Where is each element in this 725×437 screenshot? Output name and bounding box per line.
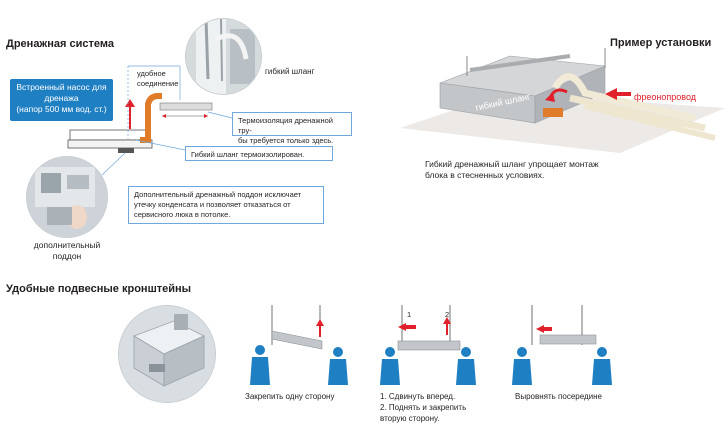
step2-marker-1: 1 bbox=[407, 310, 412, 319]
pump-arrow bbox=[125, 99, 135, 129]
additional-tray-label: дополнительный поддон bbox=[30, 240, 104, 262]
connection-label-line2: соединение bbox=[137, 79, 179, 88]
installation-caption-line2: блока в стесненных условиях. bbox=[425, 170, 545, 180]
installation-caption-line1: Гибкий дренажный шланг упрощает монтаж bbox=[425, 159, 599, 169]
step2-drawing bbox=[380, 305, 476, 385]
insulation-note: Термоизоляция дренажной тру- бы требуетс… bbox=[232, 112, 352, 145]
installation-illustration bbox=[400, 48, 725, 153]
built-in-pump-label: Встроенный насос для дренажа (напор 500 … bbox=[10, 79, 113, 121]
freon-pipe-label: фреонопровод bbox=[634, 92, 697, 102]
step2-marker-2: 2 bbox=[445, 310, 450, 319]
step2-caption-line2: 2. Поднять и закрепить bbox=[380, 403, 467, 412]
tray-note-line1: Дополнительный дренажный поддон исключае… bbox=[134, 190, 302, 199]
bracket-photo-art bbox=[119, 306, 215, 402]
additional-tray-photo bbox=[26, 156, 108, 238]
hose-insulated-note: Гибкий шланг термоизолирован. bbox=[185, 146, 333, 161]
step1-drawing bbox=[250, 305, 348, 385]
additional-tray-note: Дополнительный дренажный поддон исключае… bbox=[128, 186, 324, 224]
step1-caption: Закрепить одну сторону bbox=[245, 392, 335, 401]
additional-tray-photo-art bbox=[27, 157, 107, 237]
pump-label-line2: дренажа bbox=[44, 93, 79, 103]
step3-caption: Выровнять посередине bbox=[515, 392, 602, 401]
tray-note-line2: утечку конденсата и позволяет отказаться… bbox=[134, 200, 291, 209]
drainage-system-title: Дренажная система bbox=[6, 38, 114, 50]
step2-caption-line1: 1. Сдвинуть вперед. bbox=[380, 392, 456, 401]
drain-pipe-drawing bbox=[159, 102, 213, 118]
bracket-photo bbox=[118, 305, 216, 403]
connection-label-line1: удобное bbox=[137, 69, 166, 78]
step3-drawing bbox=[512, 305, 612, 385]
bracket-steps-illustration bbox=[250, 305, 612, 385]
tray-label-line1: дополнительный bbox=[33, 240, 101, 250]
flexible-hose-drawing bbox=[140, 93, 162, 143]
flexible-hose-photo-art bbox=[186, 19, 261, 94]
insulation-note-line2: бы требуется только здесь. bbox=[238, 136, 334, 145]
tray-note-line3: сервисного люка в потолке. bbox=[134, 210, 231, 219]
tray-pointer bbox=[101, 152, 126, 176]
installation-caption: Гибкий дренажный шланг упрощает монтаж б… bbox=[425, 159, 599, 181]
pump-label-line3: (напор 500 мм вод. ст.) bbox=[16, 104, 107, 114]
insulation-note-line1: Термоизоляция дренажной тру- bbox=[238, 116, 333, 135]
flexible-hose-photo bbox=[185, 18, 262, 95]
installation-example-title: Пример установки bbox=[610, 37, 712, 49]
pump-label-line1: Встроенный насос для bbox=[16, 82, 107, 92]
tray-label-line2: поддон bbox=[52, 251, 82, 261]
flexible-hose-label: гибкий шланг bbox=[265, 67, 315, 76]
brackets-title: Удобные подвесные кронштейны bbox=[6, 283, 192, 295]
convenient-connection-label: удобное соединение bbox=[137, 69, 178, 89]
step2-caption-line3: вторую сторону. bbox=[380, 414, 440, 423]
step2-caption: 1. Сдвинуть вперед. 2. Поднять и закрепи… bbox=[380, 391, 466, 424]
